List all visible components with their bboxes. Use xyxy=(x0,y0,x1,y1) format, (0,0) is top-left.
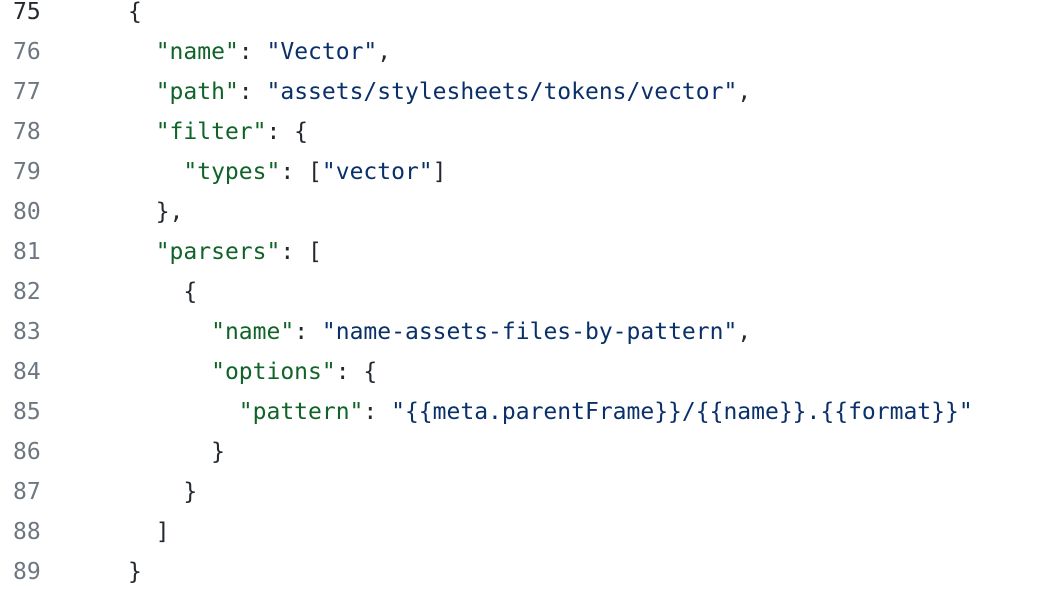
code-line[interactable]: 89} xyxy=(0,552,1056,592)
json-key: "parsers" xyxy=(155,239,281,265)
indent xyxy=(128,199,156,225)
line-number[interactable]: 84 xyxy=(13,359,41,385)
line-number[interactable]: 89 xyxy=(13,559,41,585)
indent xyxy=(128,479,183,505)
code-line[interactable]: 84 "options": { xyxy=(0,352,1056,392)
json-punctuation: : [ xyxy=(280,159,322,185)
line-code: "path": "assets/stylesheets/tokens/vecto… xyxy=(53,79,751,105)
code-line[interactable]: 78 "filter": { xyxy=(0,112,1056,152)
json-punctuation: : { xyxy=(335,359,378,385)
json-punctuation: : { xyxy=(266,119,309,145)
line-code: "types": ["vector"] xyxy=(53,159,447,185)
line-code: "parsers": [ xyxy=(53,239,322,265)
code-line[interactable]: 77 "path": "assets/stylesheets/tokens/ve… xyxy=(0,72,1056,112)
line-number[interactable]: 85 xyxy=(13,399,41,425)
code-line[interactable]: 81 "parsers": [ xyxy=(0,232,1056,272)
line-code: "options": { xyxy=(53,359,377,385)
json-punctuation: { xyxy=(183,279,198,305)
line-number[interactable]: 87 xyxy=(13,479,41,505)
line-number[interactable]: 83 xyxy=(13,319,41,345)
code-line[interactable]: 75 { xyxy=(0,0,1056,32)
json-punctuation: , xyxy=(377,39,392,65)
line-number[interactable]: 79 xyxy=(13,159,41,185)
line-code: { xyxy=(53,0,142,25)
line-code: }, xyxy=(53,199,184,225)
code-line[interactable]: 79 "types": ["vector"] xyxy=(0,152,1056,192)
code-line[interactable]: 80 }, xyxy=(0,192,1056,232)
line-code: "filter": { xyxy=(53,119,308,145)
indent xyxy=(128,119,156,145)
indent xyxy=(128,319,211,345)
code-line[interactable]: 86 } xyxy=(0,432,1056,472)
indent xyxy=(128,359,211,385)
indent xyxy=(128,39,156,65)
code-line[interactable]: 82 { xyxy=(0,272,1056,312)
line-number[interactable]: 77 xyxy=(13,79,41,105)
json-string: "name-assets-files-by-pattern" xyxy=(321,319,738,345)
json-string: "assets/stylesheets/tokens/vector" xyxy=(266,79,738,105)
json-punctuation: } xyxy=(211,439,225,465)
indent xyxy=(128,399,239,425)
code-line[interactable]: 83 "name": "name-assets-files-by-pattern… xyxy=(0,312,1056,352)
json-punctuation: , xyxy=(737,79,752,105)
json-punctuation: ] xyxy=(155,519,170,545)
code-line[interactable]: 88 ] xyxy=(0,512,1056,552)
json-key: "name" xyxy=(211,319,295,345)
json-punctuation: : xyxy=(363,399,392,425)
json-key: "options" xyxy=(211,359,336,385)
line-code: ] xyxy=(53,519,170,545)
code-line[interactable]: 87 } xyxy=(0,472,1056,512)
line-number[interactable]: 80 xyxy=(13,199,41,225)
code-line[interactable]: 85 "pattern": "{{meta.parentFrame}}/{{na… xyxy=(0,392,1056,432)
code-line[interactable]: 76 "name": "Vector", xyxy=(0,32,1056,72)
indent xyxy=(128,239,156,265)
json-string: "Vector" xyxy=(266,39,378,65)
json-punctuation: : xyxy=(238,79,267,105)
line-code: } xyxy=(53,439,225,465)
json-punctuation: ] xyxy=(432,159,447,185)
indent xyxy=(128,439,211,465)
json-punctuation: : [ xyxy=(280,239,322,265)
line-code: { xyxy=(53,279,197,305)
json-punctuation: { xyxy=(128,0,142,25)
json-key: "name" xyxy=(155,39,239,65)
json-key: "path" xyxy=(155,79,239,105)
indent xyxy=(128,79,156,105)
line-code: "pattern": "{{meta.parentFrame}}/{{name}… xyxy=(53,399,973,425)
indent xyxy=(128,279,183,305)
line-number[interactable]: 88 xyxy=(13,519,41,545)
json-punctuation: : xyxy=(238,39,267,65)
json-punctuation: }, xyxy=(155,199,184,225)
line-number[interactable]: 82 xyxy=(13,279,41,305)
indent xyxy=(128,519,156,545)
json-key: "types" xyxy=(183,159,281,185)
line-code: "name": "name-assets-files-by-pattern", xyxy=(53,319,751,345)
json-key: "filter" xyxy=(155,119,267,145)
json-string: "vector" xyxy=(321,159,433,185)
json-punctuation: , xyxy=(737,319,752,345)
line-number[interactable]: 81 xyxy=(13,239,41,265)
line-code: } xyxy=(53,479,197,505)
line-code: "name": "Vector", xyxy=(53,39,391,65)
json-string: "{{meta.parentFrame}}/{{name}}.{{format}… xyxy=(391,399,973,425)
json-punctuation: : xyxy=(294,319,322,345)
json-key: "pattern" xyxy=(238,399,364,425)
indent xyxy=(128,159,183,185)
line-code: } xyxy=(53,559,142,585)
line-number[interactable]: 86 xyxy=(13,439,41,465)
json-punctuation: } xyxy=(183,479,198,505)
json-punctuation: } xyxy=(128,559,142,585)
line-number[interactable]: 78 xyxy=(13,119,41,145)
line-number[interactable]: 75 xyxy=(13,0,41,25)
line-number[interactable]: 76 xyxy=(13,39,41,65)
